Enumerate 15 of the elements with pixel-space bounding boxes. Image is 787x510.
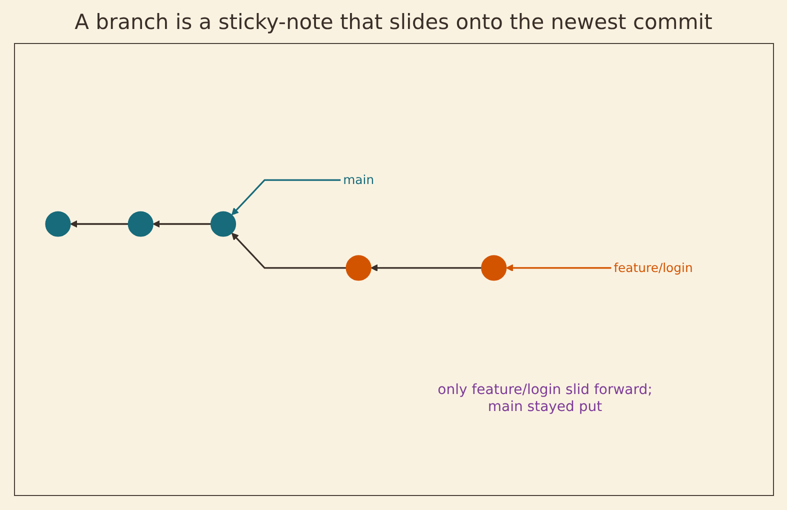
commit-node [128, 211, 154, 237]
commit-node [346, 255, 372, 281]
commit-node [45, 211, 71, 237]
arrow [370, 264, 482, 272]
commit-node [481, 255, 507, 281]
commit-node [210, 211, 236, 237]
arrow [70, 220, 128, 228]
branch-label: main [343, 172, 374, 188]
branch-label: feature/login [614, 260, 693, 276]
diagram-title: A branch is a sticky-note that slides onto the newest commit [74, 10, 712, 34]
arrow [231, 232, 346, 269]
arrow [152, 220, 211, 228]
arrow [231, 179, 341, 216]
arrow [506, 264, 612, 272]
note-text: only feature/login slid forward; main stayed put [436, 382, 654, 416]
